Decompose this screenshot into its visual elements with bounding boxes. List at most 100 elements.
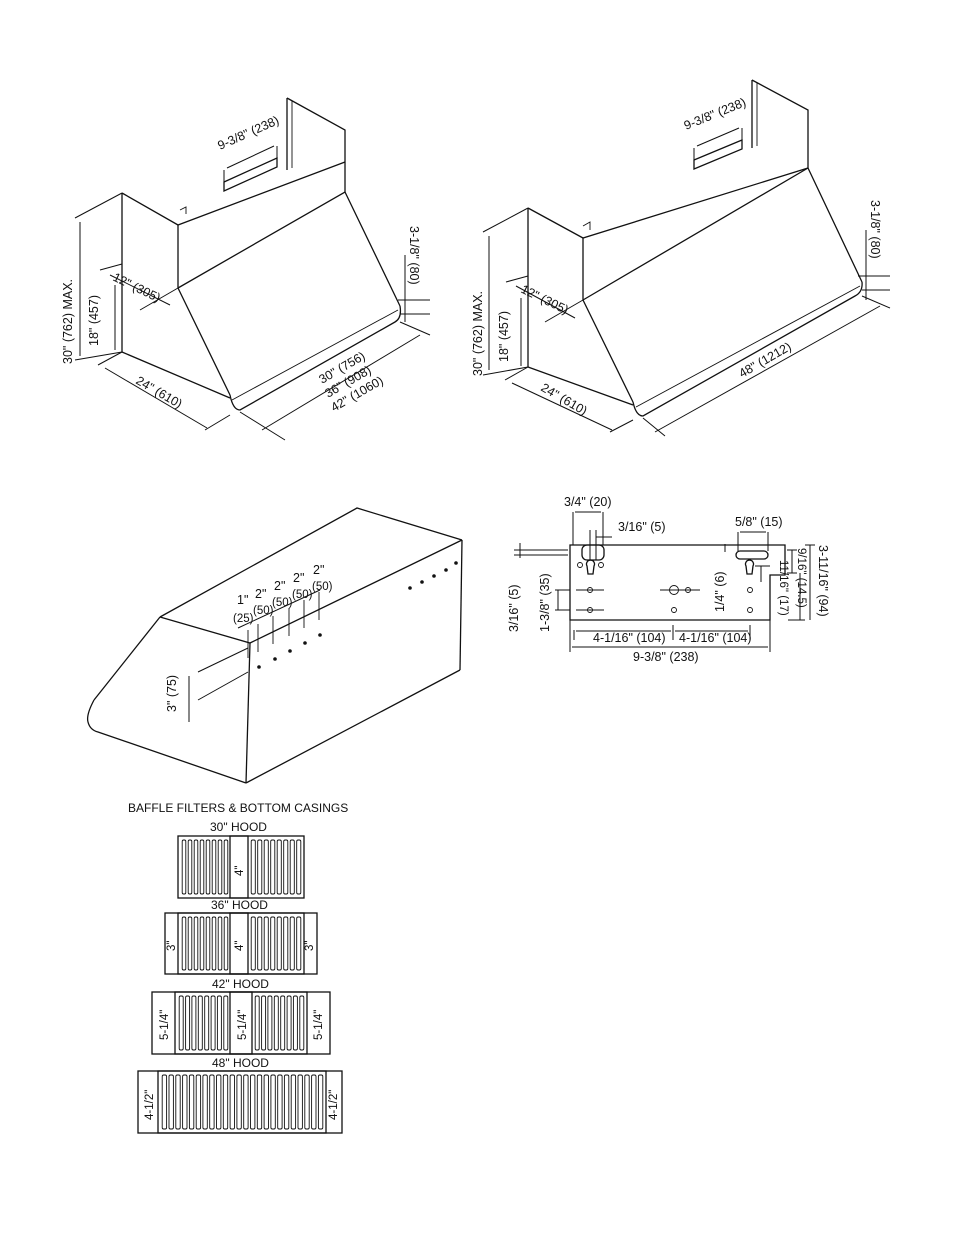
baffle-slat: [205, 839, 211, 895]
bracket-bottom-b-label: 4-1/16" (104): [679, 631, 752, 645]
bracket-left-a-label: 3/16" (5): [507, 584, 521, 632]
bracket-right-a-label: 9/16" (14.5): [795, 548, 807, 608]
filter-42-casing-2: 5-1/4": [313, 1010, 325, 1040]
baffle-slat: [217, 916, 223, 971]
baffle-slat: [273, 995, 279, 1051]
baffle-slat: [211, 839, 217, 895]
hole-spacing-inch-2: 2": [255, 587, 266, 601]
baffle-slat: [202, 1074, 208, 1130]
right-bracket-offset-label: 3-1/8" (80): [868, 200, 882, 259]
baffle-slat: [290, 1074, 297, 1130]
baffle-slat: [257, 916, 263, 971]
baffle-slat: [263, 916, 269, 971]
baffle-slat: [210, 995, 216, 1051]
hole-spacing-mm-3: (50): [272, 597, 293, 609]
baffle-slat: [193, 916, 199, 971]
baffle-slat: [250, 1074, 256, 1130]
baffle-slat: [270, 916, 276, 971]
baffle-slat: [276, 839, 282, 895]
baffle-slat: [257, 839, 263, 895]
baffle-slat: [181, 839, 187, 895]
baffle-slat: [304, 1074, 310, 1130]
baffle-slat: [270, 1074, 276, 1130]
baffle-slat: [216, 995, 222, 1051]
baffle-slat: [250, 839, 256, 895]
baffle-slat: [263, 1074, 269, 1130]
baffle-slat: [188, 1074, 195, 1130]
bracket-bottom-total-label: 9-3/8" (238): [633, 650, 699, 664]
hole-spacing-mm-1: (25): [233, 613, 254, 625]
baffle-slat: [296, 916, 302, 971]
hood-hole-pattern-drawing: 1" 2" 2" 2" 2" (25) (50) (50) (50) (50) …: [86, 507, 463, 784]
baffle-slat: [209, 1074, 215, 1130]
left-depth-top-label: 12" (305): [111, 270, 163, 305]
hole-spacing-inch-5: 2": [313, 563, 324, 577]
baffle-slat: [317, 1074, 324, 1130]
hole-spacing-mm-4: (50): [292, 589, 313, 601]
mounting-hole-dots: [257, 561, 458, 669]
baffle-slat: [191, 995, 197, 1051]
baffle-slat: [296, 839, 302, 895]
left-max-height-label: 30" (762) MAX.: [61, 279, 75, 364]
baffle-slat: [292, 995, 298, 1051]
baffle-slat: [243, 1074, 249, 1130]
bracket-right-c-label: 3-11/16" (94): [816, 545, 830, 617]
baffle-slat: [263, 839, 269, 895]
filter-42-casing-1: 5-1/4": [237, 1010, 249, 1040]
baffle-slat: [270, 839, 276, 895]
bracket-top-b-label: 3/16" (5): [618, 520, 666, 534]
hole-vertical-label: 3" (75): [165, 675, 179, 712]
bracket-detail-drawing: 3/4" (20) 3/16" (5) 5/8" (15) 3/16" (5) …: [507, 495, 830, 664]
baffle-slat: [199, 839, 205, 895]
hood-right-drawing: 9-3/8" (238) 3-1/8" (80) 12" (305) 30" (…: [471, 79, 891, 437]
filter-42-casing-0: 5-1/4": [159, 1010, 171, 1040]
baffle-slat: [280, 995, 286, 1051]
bracket-left-b-label: 1-3/8" (35): [538, 573, 552, 632]
hole-spacing-inch-3: 2": [274, 579, 285, 593]
baffle-slat: [236, 1074, 242, 1130]
bracket-top-a-label: 3/4" (20): [564, 495, 612, 509]
right-width-label: 48" (1212): [737, 339, 794, 380]
baffle-slat: [283, 1074, 290, 1130]
baffle-slat: [197, 995, 203, 1051]
baffle-slat: [283, 839, 289, 895]
baffle-slat: [185, 995, 191, 1051]
baffle-slat: [187, 916, 193, 971]
filter-30-label: 30" HOOD: [210, 820, 267, 834]
baffle-slat: [229, 1074, 235, 1130]
baffle-slat: [286, 995, 292, 1051]
baffle-slat: [289, 916, 295, 971]
left-bracket-offset-label: 3-1/8" (80): [407, 226, 421, 285]
baffle-slat: [299, 995, 305, 1051]
baffle-slat: [289, 839, 295, 895]
filter-36-casing-0: 3": [166, 941, 178, 951]
baffle-slat: [267, 995, 273, 1051]
baffle-slat: [311, 1074, 317, 1130]
baffle-slat: [178, 995, 184, 1051]
hole-spacing-inch-1: 1": [237, 593, 248, 607]
bracket-bottom-a-label: 4-1/16" (104): [593, 631, 666, 645]
baffle-slat: [182, 1074, 188, 1130]
filter-30-casing: 4": [177, 835, 305, 899]
filter-36-casing-1: 4": [234, 941, 246, 951]
baffle-slat: [205, 916, 211, 971]
hole-spacing-mm-2: (50): [253, 605, 274, 617]
filter-36-label: 36" HOOD: [211, 898, 268, 912]
baffle-slat: [261, 995, 267, 1051]
filter-30-casing-0: 4": [234, 866, 246, 876]
baffle-slat: [204, 995, 210, 1051]
right-bracket-width-label: 9-3/8" (238): [682, 95, 748, 133]
left-depth-label: 24" (610): [134, 373, 185, 411]
filter-36-casing: 3" 4" 3": [164, 912, 318, 975]
baffle-slat: [223, 916, 229, 971]
baffle-slat: [168, 1074, 174, 1130]
baffle-slat: [256, 1074, 263, 1130]
filter-36-casing-2: 3": [304, 941, 316, 951]
baffle-slat: [217, 839, 223, 895]
right-lower-height-label: 18" (457): [497, 311, 511, 362]
baffle-slat: [297, 1074, 303, 1130]
baffle-slat: [276, 916, 282, 971]
bracket-top-c-label: 5/8" (15): [735, 515, 783, 529]
bracket-right-b-label: 11/16" (17): [777, 560, 789, 616]
baffle-slat: [199, 916, 205, 971]
